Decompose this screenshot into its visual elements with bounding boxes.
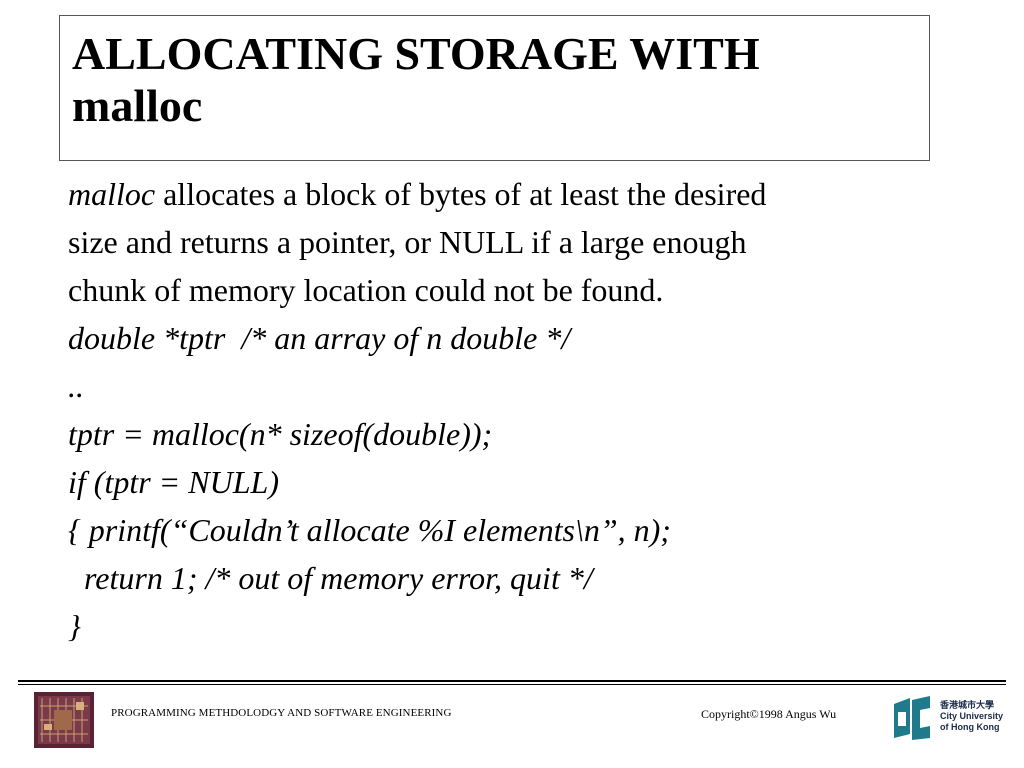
logo-english-line-1: City University xyxy=(940,711,1004,721)
circuit-chip-icon xyxy=(34,692,94,748)
body-line-2: size and returns a pointer, or NULL if a… xyxy=(68,224,747,260)
body-line-1: malloc allocates a block of bytes of at … xyxy=(68,170,968,218)
code-line-6: return 1; /* out of memory error, quit *… xyxy=(68,560,593,596)
malloc-term: malloc xyxy=(68,176,156,212)
body-line-1-text: allocates a block of bytes of at least t… xyxy=(155,176,767,212)
logo-chinese-name: 香港城市大學 xyxy=(940,700,995,710)
code-line-5: { printf(“Couldn’t allocate %I elements\… xyxy=(68,512,671,548)
logo-english-line-2: of Hong Kong xyxy=(940,722,1000,732)
code-line-1: double *tptr /* an array of n double */ xyxy=(68,320,571,356)
title-line-2: malloc xyxy=(72,80,203,131)
slide-title: ALLOCATING STORAGE WITH malloc xyxy=(72,28,929,132)
code-line-7: } xyxy=(68,608,81,644)
code-line-3: tptr = malloc(n* sizeof(double)); xyxy=(68,416,493,452)
slide-body: malloc allocates a block of bytes of at … xyxy=(68,170,968,650)
copyright-text: Copyright©1998 Angus Wu xyxy=(701,707,837,721)
footer-divider-thin xyxy=(18,684,1006,685)
logo-text: 香港城市大學 City University of Hong Kong xyxy=(940,700,1003,733)
code-line-4: if (tptr = NULL) xyxy=(68,464,279,500)
body-line-3: chunk of memory location could not be fo… xyxy=(68,272,664,308)
title-line-1: ALLOCATING STORAGE WITH xyxy=(72,28,760,79)
code-line-2: .. xyxy=(68,368,84,404)
footer-divider xyxy=(18,680,1006,682)
city-university-logo-icon xyxy=(894,696,930,740)
title-box: ALLOCATING STORAGE WITH malloc xyxy=(59,15,930,161)
course-title: PROGRAMMING METHDOLODGY AND SOFTWARE ENG… xyxy=(111,707,452,719)
